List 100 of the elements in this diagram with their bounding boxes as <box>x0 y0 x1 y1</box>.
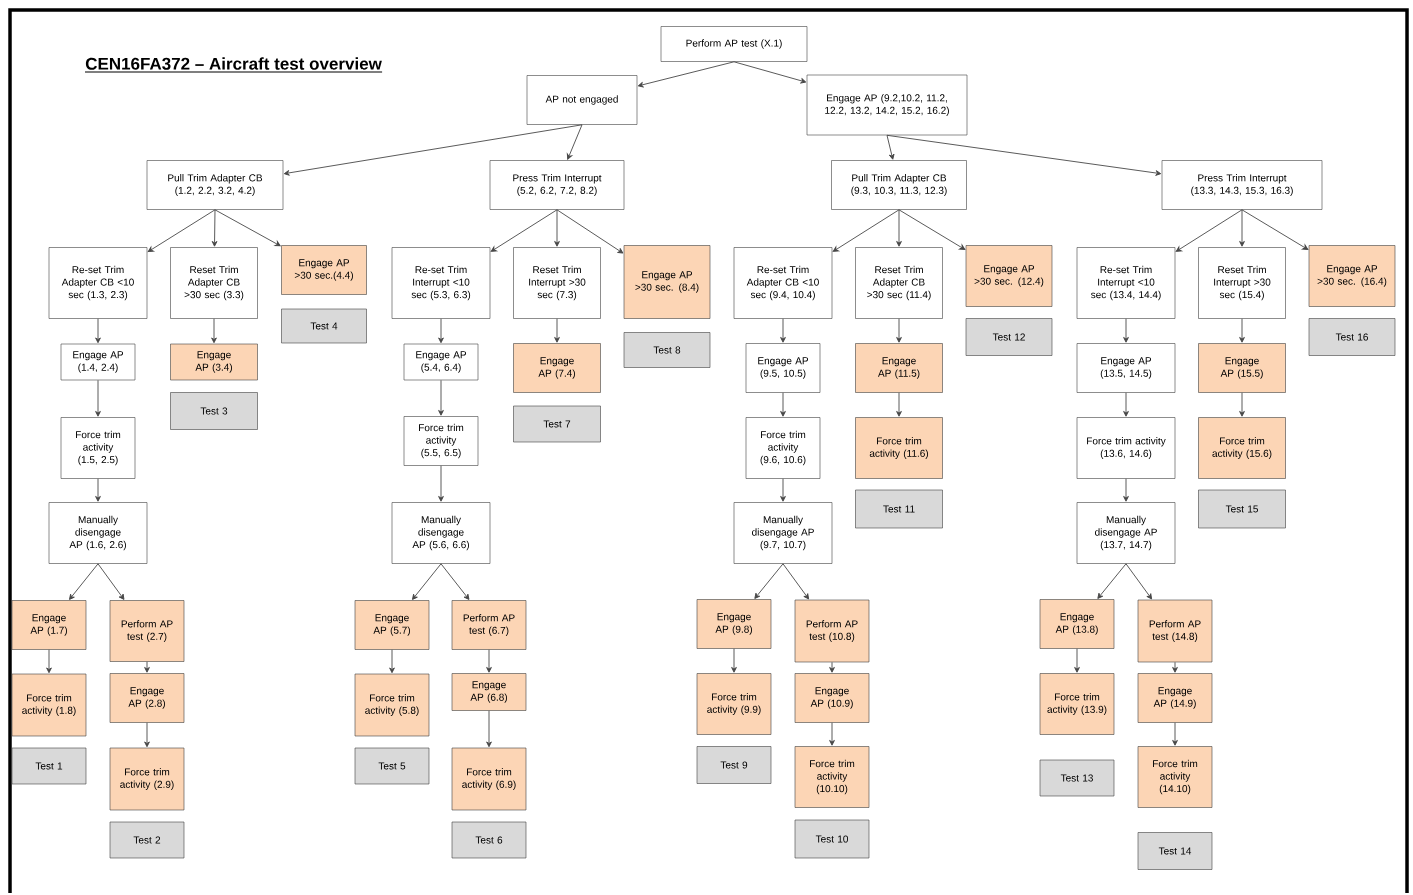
process-box: Force trim activity (9.9) <box>696 673 772 735</box>
process-box: Engage AP >30 sec. (12.4) <box>965 245 1053 307</box>
process-box: Press Trim Interrupt (13.3, 14.3, 15.3, 16.3) <box>1161 160 1323 210</box>
process-box: Reset Trim Interrupt >30 sec (15.4) <box>1198 247 1286 319</box>
process-box: Engage AP (5.4, 6.4) <box>403 343 479 381</box>
process-box: Engage AP (14.9) <box>1137 673 1213 723</box>
arrow <box>1172 661 1178 673</box>
process-box: Perform AP test (2.7) <box>109 600 185 662</box>
process-box: Engage AP (13.8) <box>1039 599 1115 649</box>
process-box: Engage AP (9.8) <box>696 599 772 649</box>
arrow <box>832 209 900 252</box>
arrow <box>211 318 217 344</box>
process-box: Force trim activity (1.5, 2.5) <box>60 417 136 479</box>
process-box: Engage AP (2.8) <box>109 673 185 723</box>
arrow <box>438 318 444 344</box>
process-box: Test 5 <box>354 747 430 785</box>
arrow <box>1123 392 1129 417</box>
process-box: Force trim activity (2.9) <box>109 747 185 811</box>
process-box: Engage AP (9.2,10.2, 11.2, 12.2, 13.2, 14.2, 15.2, 16.2) <box>806 74 968 136</box>
process-box: Test 1 <box>11 747 87 785</box>
process-box: Pull Trim Adapter CB (1.2, 2.2, 3.2, 4.2) <box>146 160 284 210</box>
arrow <box>144 661 150 673</box>
arrow <box>486 649 492 673</box>
arrow <box>490 209 558 252</box>
process-box: Force trim activity (1.8) <box>11 673 87 737</box>
arrow <box>829 722 835 746</box>
arrow <box>214 209 281 247</box>
process-box: Engage AP (11.5) <box>855 343 943 393</box>
arrow <box>554 318 560 343</box>
process-box: Test 7 <box>513 405 601 443</box>
arrow <box>438 465 444 502</box>
arrow <box>1175 209 1243 252</box>
process-box: AP not engaged <box>526 75 638 125</box>
arrow <box>389 649 395 674</box>
arrow <box>898 209 966 250</box>
process-box: Test 2 <box>109 821 185 859</box>
process-box: Force trim activity (13.9) <box>1039 673 1115 735</box>
arrow <box>566 124 583 160</box>
process-box: Test 9 <box>696 746 772 784</box>
arrow <box>780 478 786 502</box>
arrow <box>731 648 737 673</box>
arrow <box>46 649 52 674</box>
arrow <box>1241 209 1309 250</box>
process-box: Engage AP (15.5) <box>1198 343 1286 393</box>
process-box: Re-set Trim Interrupt <10 sec (13.4, 14.4) <box>1076 247 1176 319</box>
arrow <box>95 478 101 502</box>
arrow <box>1239 392 1245 417</box>
process-box: Engage AP (3.4) <box>170 343 258 381</box>
process-box: Engage AP >30 sec. (8.4) <box>623 245 711 319</box>
arrow <box>637 61 735 88</box>
process-box: Engage AP >30 sec.(4.4) <box>281 245 367 295</box>
arrow <box>829 661 835 673</box>
arrow <box>440 563 470 600</box>
process-box: Test 14 <box>1137 832 1213 870</box>
process-box: Re-set Trim Adapter CB <10 sec (9.4, 10.4) <box>733 247 833 319</box>
arrow <box>412 563 442 600</box>
process-box: Force trim activity (10.10) <box>794 746 870 808</box>
arrow <box>780 392 786 417</box>
process-box: Force trim activity (5.5, 6.5) <box>403 416 479 466</box>
arrow <box>1239 209 1245 247</box>
process-box: Perform AP test (6.7) <box>451 600 527 650</box>
process-box: Force trim activity (5.8) <box>354 673 430 737</box>
process-box: Test 16 <box>1308 318 1396 356</box>
arrow <box>147 209 216 253</box>
arrow <box>95 379 101 417</box>
arrow <box>486 710 492 748</box>
process-box: Force trim activity (13.6, 14.6) <box>1076 417 1176 479</box>
process-box: Manually disengage AP (1.6, 2.6) <box>48 502 148 564</box>
process-box: Engage AP (1.7) <box>11 600 87 650</box>
process-box: Force trim activity (15.6) <box>1198 417 1286 479</box>
arrow <box>556 209 624 254</box>
process-box: Force trim activity (9.6, 10.6) <box>745 417 821 479</box>
arrow <box>886 134 1162 176</box>
process-box: Reset Trim Adapter CB >30 sec (3.3) <box>170 247 258 319</box>
title: CEN16FA372 – Aircraft test overview <box>84 57 383 73</box>
arrow <box>1097 563 1127 599</box>
arrow <box>1239 318 1245 343</box>
arrow <box>97 563 125 600</box>
process-box: Test 11 <box>855 489 943 529</box>
process-box: Manually disengage AP (5.6, 6.6) <box>391 502 491 564</box>
process-box: Engage AP (10.9) <box>794 673 870 723</box>
process-box: Force trim activity (6.9) <box>451 747 527 811</box>
process-box: Engage AP (9.5, 10.5) <box>745 343 821 393</box>
process-box: Press Trim Interrupt (5.2, 6.2, 7.2, 8.2) <box>489 160 625 210</box>
process-box: Force trim activity (11.6) <box>855 417 943 479</box>
process-box: Perform AP test (X.1) <box>660 26 808 62</box>
arrow <box>780 318 786 343</box>
process-box: Force trim activity (14.10) <box>1137 746 1213 808</box>
process-box: Test 4 <box>281 308 367 344</box>
process-box: Engage AP (5.7) <box>354 600 430 650</box>
arrow <box>1123 318 1129 343</box>
process-box: Re-set Trim Interrupt <10 sec (5.3, 6.3) <box>391 247 491 319</box>
arrow <box>754 563 784 599</box>
arrow <box>896 209 902 247</box>
process-box: Test 3 <box>170 392 258 430</box>
arrow <box>1074 648 1080 673</box>
process-box: Engage AP (6.8) <box>451 673 527 711</box>
process-box: Test 13 <box>1039 759 1115 797</box>
arrow <box>1123 478 1129 502</box>
process-box: Test 12 <box>965 318 1053 356</box>
